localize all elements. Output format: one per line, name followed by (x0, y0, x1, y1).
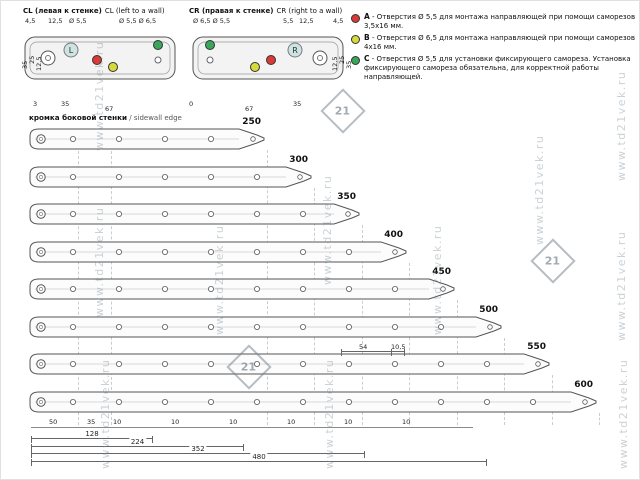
guide-line (314, 188, 315, 425)
sidewall-edge-ru: кромка боковой стенки (29, 113, 128, 122)
cr-dim: 12,5 (331, 56, 339, 71)
cl-dim: 35 (61, 100, 70, 108)
slide-length-label: 600 (574, 380, 593, 390)
mid-dim-label-105: 10,5 (391, 343, 406, 351)
slide-length-label: 250 (242, 117, 261, 127)
slide-length-label: 550 (527, 342, 546, 352)
slide-drawing (29, 203, 360, 225)
chain-dim-label: 10 (113, 418, 122, 426)
cl-title-en: CL (left to a wall) (104, 7, 165, 15)
legend-letter-b: B (364, 33, 370, 43)
cr-letter-circle (287, 42, 303, 58)
guide-line (599, 413, 600, 425)
slide-length-label: 300 (289, 155, 308, 165)
cl-dim: 4,5 (25, 17, 36, 25)
cr-dim: 12,5 (299, 17, 314, 25)
slide-length-label: 350 (337, 192, 356, 202)
hole-c-icon (205, 40, 215, 50)
slide-drawing (29, 241, 407, 263)
cr-dim: 0 (189, 100, 194, 108)
hole-b-icon (108, 62, 118, 72)
cl-dim: 67 (105, 105, 114, 113)
legend-item-c: C - Отверстия Ø 5,5 для установки фиксир… (351, 55, 637, 81)
cr-title-ru: CR (правая к стенке) (189, 7, 274, 15)
cl-dim: 12,5 (48, 17, 63, 25)
slide-length-label: 450 (432, 267, 451, 277)
sidewall-edge-en: / sidewall edge (127, 114, 182, 122)
cl-dim: Ø 5,5 Ø 6,5 (119, 17, 157, 25)
cl-letter-circle (63, 42, 79, 58)
chain-dim-label: 10 (171, 418, 180, 426)
cl-drawing: CL (левая к стенке)CL (left to a wall) 4… (21, 7, 185, 113)
legend-dot-c-icon (351, 56, 360, 66)
stacked-dim: 128 (31, 430, 153, 443)
legend-item-b: B - Отверстия Ø 6,5 для монтажа направля… (351, 33, 637, 51)
mid-dim (341, 349, 405, 356)
slide-drawing (29, 316, 502, 338)
cr-dim: 5,5 (283, 17, 294, 25)
chain-dim-label: 10 (229, 418, 238, 426)
cr-dim: 4,5 (333, 17, 344, 25)
legend: A - Отверстия Ø 5,5 для монтажа направля… (351, 12, 637, 85)
stacked-dim: 352 (31, 445, 365, 458)
slide-drawing (29, 278, 455, 300)
brand-logo-icon: 21 (530, 238, 576, 284)
watermark-text: www.td21vek.ru (533, 134, 546, 245)
cr-dim: 25 (338, 55, 346, 64)
slide-drawing (29, 391, 597, 413)
cr-drawing: CR (правая к стенке)CR (right to a wall)… (187, 7, 353, 113)
cl-dim: 3 (33, 100, 38, 108)
cl-title: CL (левая к стенке)CL (left to a wall) (23, 7, 165, 15)
chain-dim-label: 10 (344, 418, 353, 426)
legend-dot-b-icon (351, 35, 360, 45)
mid-dim-label-54: 54 (359, 343, 368, 351)
legend-letter-a: A (364, 12, 370, 21)
cr-title: CR (правая к стенке)CR (right to a wall) (189, 7, 342, 15)
legend-text-a: A - Отверстия Ø 5,5 для монтажа направля… (364, 12, 637, 30)
cr-letter: R (292, 46, 298, 55)
cr-dim: Ø 6,5 Ø 5,5 (193, 17, 231, 25)
dimension-chain-line (31, 427, 473, 428)
cl-dim: Ø 5,5 (69, 17, 87, 25)
cr-dim: 67 (245, 105, 254, 113)
stacked-dim: 480 (31, 452, 487, 466)
cr-title-en: CR (right to a wall) (276, 7, 343, 15)
legend-desc-a: - Отверстия Ø 5,5 для монтажа направляющ… (364, 13, 636, 30)
legend-desc-c: - Отверстия Ø 5,5 для установки фиксирую… (364, 55, 631, 81)
cl-dim: 12,5 (35, 56, 43, 71)
guide-line (504, 338, 505, 425)
watermark-text: www.td21vek.ru (617, 358, 630, 469)
legend-letter-c: C (364, 54, 370, 64)
cr-profile-drawing: R (192, 36, 344, 80)
cl-title-ru: CL (левая к стенке) (23, 7, 102, 15)
hole-c-icon (153, 40, 163, 50)
slide-length-label: 500 (479, 305, 498, 315)
legend-text-c: C - Отверстия Ø 5,5 для установки фиксир… (364, 55, 637, 81)
watermark-text: www.td21vek.ru (615, 70, 628, 181)
chain-dim-label: 10 (287, 418, 296, 426)
cl-profile-drawing: L (24, 36, 176, 80)
slide-length-label: 400 (384, 230, 403, 240)
slide-drawing (29, 166, 312, 188)
sidewall-edge-label: кромка боковой стенки / sidewall edge (29, 113, 182, 122)
watermark-text: www.td21vek.ru (615, 230, 628, 341)
hole-b-icon (250, 62, 260, 72)
legend-dot-a-icon (351, 14, 360, 23)
legend-item-a: A - Отверстия Ø 5,5 для монтажа направля… (351, 12, 637, 30)
cr-dim: 35 (293, 100, 302, 108)
slide-drawing (29, 353, 550, 375)
chain-dim-label: 50 (49, 418, 58, 426)
chain-dim-label: 35 (87, 418, 96, 426)
chain-dim-label: 10 (402, 418, 411, 426)
hole-a-icon (266, 55, 276, 65)
guide-line (409, 263, 410, 425)
slide-drawing (29, 128, 265, 150)
legend-text-b: B - Отверстия Ø 6,5 для монтажа направля… (364, 33, 637, 51)
hole-a-icon (92, 55, 102, 65)
legend-desc-b: - Отверстия Ø 6,5 для монтажа направляющ… (364, 34, 635, 51)
stacked-dim: 224 (31, 437, 244, 451)
cl-letter: L (69, 46, 74, 55)
